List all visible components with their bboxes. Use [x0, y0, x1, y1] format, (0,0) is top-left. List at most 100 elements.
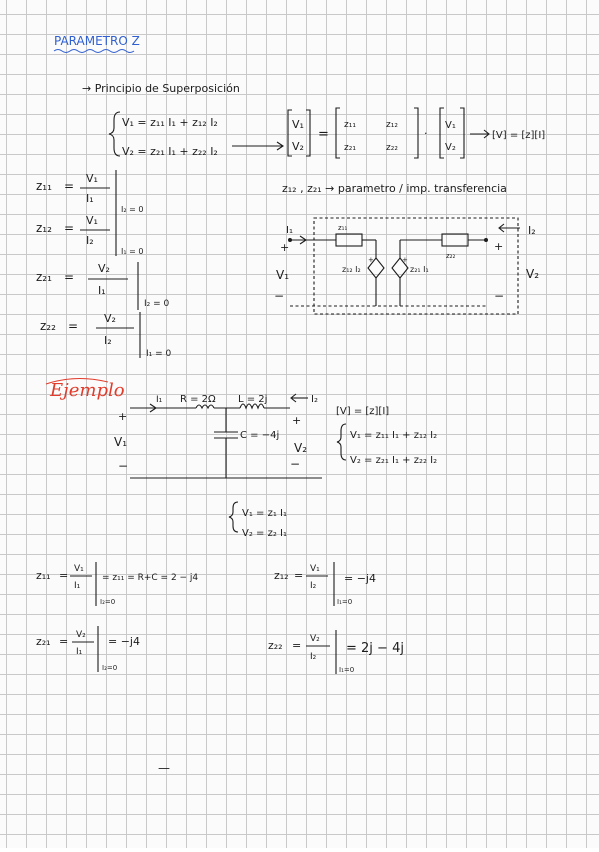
- example-minus-right: −: [290, 457, 300, 471]
- def-name: z₁₂: [36, 221, 52, 235]
- example-eq-1: V₁ = z₁₁ I₁ + z₁₂ I₂: [350, 430, 437, 441]
- result-numerator: V₂: [76, 630, 86, 640]
- matrix-z11: z₁₁: [344, 120, 356, 130]
- transfer-note: z₁₂ , z₂₁ → parametro / imp. transferenc…: [282, 182, 507, 195]
- circuit1-src1: z₁₂ I₂: [342, 265, 361, 274]
- plus-mark: +: [402, 256, 408, 264]
- example-heading: Ejemplo: [49, 380, 125, 401]
- def-denominator: I₁: [86, 192, 94, 205]
- result-condition: I₁=0: [339, 666, 354, 674]
- matrix-z12: z₁₂: [386, 120, 398, 130]
- result-condition: I₁=0: [337, 598, 352, 606]
- example-c: C = −4j: [240, 430, 279, 441]
- terminal-dot: [288, 238, 292, 242]
- example-sub-2: V₂ = z₂ I₁: [242, 528, 287, 539]
- example-plus-right: +: [292, 414, 301, 427]
- result-numerator: V₂: [310, 634, 320, 644]
- result-name: z₂₁: [36, 635, 51, 648]
- equals-sign: =: [59, 569, 68, 582]
- example-eq-2: V₂ = z₂₁ I₁ + z₂₂ I₂: [350, 455, 437, 466]
- bracket-left: [335, 107, 340, 159]
- example-i2: I₂: [311, 394, 318, 405]
- terminal-dot: [484, 238, 488, 242]
- system-brace: [228, 501, 239, 533]
- example-i1: I₁: [156, 395, 163, 405]
- equals-sign: =: [68, 319, 78, 333]
- matrix-rhs-2: V₂: [445, 142, 456, 153]
- equals-sign: =: [294, 569, 303, 582]
- bracket-right: [306, 109, 311, 157]
- bracket-left: [287, 109, 292, 157]
- system-brace: [108, 111, 121, 157]
- current-arrow: [290, 393, 297, 403]
- def-numerator: V₂: [104, 312, 116, 325]
- result-denominator: I₂: [310, 581, 317, 591]
- result-value: = −j4: [108, 635, 140, 648]
- def-denominator: I₁: [98, 284, 106, 297]
- result-condition: I₂=0: [100, 598, 115, 606]
- equals-sign: =: [318, 127, 329, 142]
- def-name: z₂₂: [40, 319, 56, 333]
- definition-z22: z₂₂ = V₂ I₂ I₁ = 0: [40, 312, 172, 359]
- definition-z12: z₁₂ = V₁ I₂ I₁ = 0: [36, 214, 143, 256]
- def-denominator: I₂: [104, 334, 112, 347]
- two-port-box: [313, 217, 519, 315]
- example-v2: V₂: [294, 441, 307, 455]
- result-z21: z₂₁ = V₂ I₁ I₂=0 = −j4: [36, 626, 140, 672]
- system-eq-1: V₁ = z₁₁ I₁ + z₁₂ I₂: [122, 116, 218, 129]
- equals-sign: =: [292, 639, 301, 652]
- result-numerator: V₁: [310, 564, 320, 574]
- title-underline: [53, 49, 135, 53]
- example-r: R = 2Ω: [180, 394, 216, 405]
- circuit1-src2: z₂₁ I₁: [410, 265, 429, 274]
- example-circuit: I₁ + V₁ − R = 2Ω L = 2j C = −4j I₂ + V₂ …: [114, 393, 322, 479]
- result-name: z₂₂: [268, 639, 283, 652]
- bracket-right: [414, 107, 419, 159]
- result-denominator: I₁: [74, 581, 81, 591]
- system-eq-2: V₂ = z₂₁ I₁ + z₂₂ I₂: [122, 145, 218, 158]
- page-title: PARAMETRO Z: [54, 34, 140, 48]
- def-numerator: V₂: [98, 262, 110, 275]
- current-arrow: [299, 235, 307, 245]
- def-name: z₂₁: [36, 270, 52, 284]
- circuit1-plus-right: +: [494, 240, 503, 253]
- stray-mark: —: [158, 761, 170, 775]
- circuit1-minus-left: −: [274, 289, 284, 303]
- matrix-compact: [V] = [z][I]: [492, 130, 545, 141]
- inductor-l: [239, 403, 265, 410]
- system-brace: [336, 423, 347, 461]
- result-z22: z₂₂ = V₂ I₂ I₁=0 = 2j − 4j: [268, 630, 404, 674]
- example-sub-1: V₁ = z₁ I₁: [242, 508, 287, 519]
- def-numerator: V₁: [86, 172, 98, 185]
- example-compact: [V] = [z][I]: [336, 406, 389, 417]
- circuit1-i1: I₁: [286, 225, 293, 236]
- current-arrow: [498, 223, 505, 233]
- dot-operator: ·: [424, 127, 428, 140]
- example-v1: V₁: [114, 435, 127, 449]
- circuit1-plus-left: +: [280, 241, 289, 254]
- def-condition: I₂ = 0: [144, 299, 170, 309]
- two-port-model-circuit: I₁ + V₁ − z₁₁ + z₁₂ I₂ + z₂₁ I₁ z₂₂ I₂ +…: [274, 217, 539, 315]
- definition-z11: z₁₁ = V₁ I₁ I₂ = 0: [36, 170, 143, 214]
- example-minus-left: −: [118, 459, 128, 473]
- arrow-head: [276, 141, 284, 151]
- def-name: z₁₁: [36, 179, 52, 193]
- equals-sign: =: [64, 221, 74, 235]
- result-name: z₁₁: [36, 569, 51, 582]
- principle-heading: → Principio de Superposición: [82, 82, 240, 95]
- result-z12: z₁₂ = V₁ I₂ I₁=0 = −j4: [274, 562, 376, 606]
- matrix-rhs-1: V₁: [445, 120, 456, 131]
- example-scribble: [45, 378, 109, 385]
- circuit1-i2: I₂: [528, 224, 536, 237]
- def-numerator: V₁: [86, 214, 98, 227]
- resistor-z22: [441, 233, 469, 247]
- def-denominator: I₂: [86, 234, 94, 247]
- circuit1-z22: z₂₂: [446, 252, 455, 260]
- result-value: = −j4: [344, 572, 376, 585]
- resistor-z11: [335, 233, 363, 247]
- definition-z21: z₂₁ = V₂ I₁ I₂ = 0: [36, 262, 170, 310]
- circuit1-z11: z₁₁: [338, 224, 347, 232]
- circuit1-minus-right: −: [494, 289, 504, 303]
